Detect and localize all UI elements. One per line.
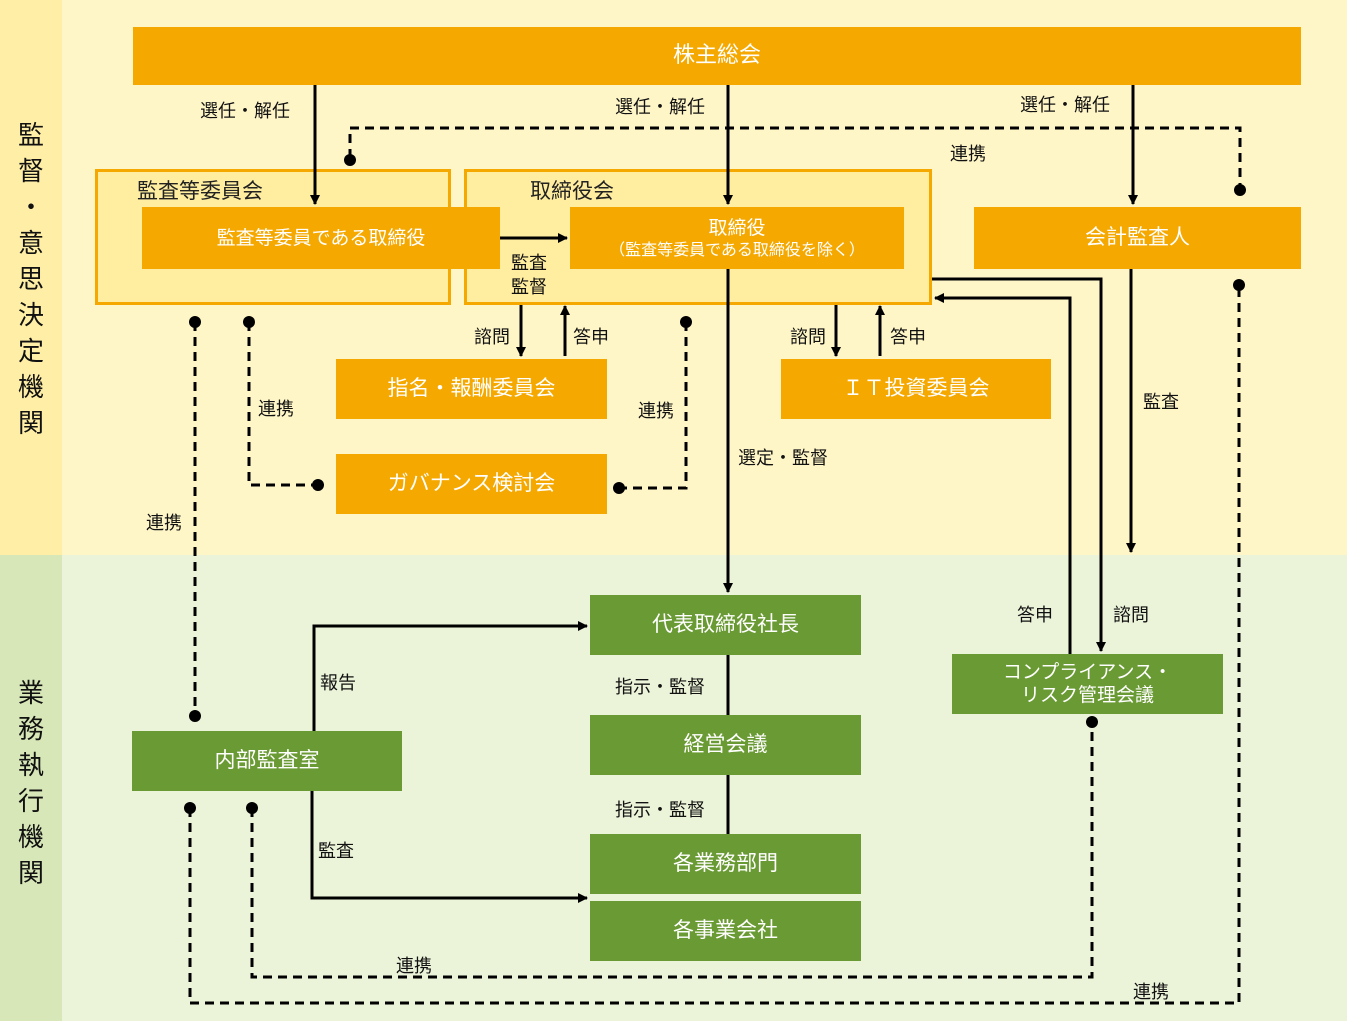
- president-box: 代表取締役社長: [590, 595, 861, 655]
- label-consult-1: 諮問: [474, 327, 510, 348]
- management-meeting-box: 経営会議: [590, 715, 861, 775]
- dot-gov-left-end: [312, 479, 324, 491]
- label-elect-dismiss-1: 選任・解任: [200, 101, 290, 122]
- nomination-committee-box: 指名・報酬委員会: [336, 359, 607, 419]
- dot-bottom-inner-left: [246, 802, 258, 814]
- dot-bottom-outer-left: [184, 802, 196, 814]
- label-report: 報告: [320, 673, 356, 694]
- dot-bottom-outer-right: [1233, 279, 1245, 291]
- label-instruct-supervise-1: 指示・監督: [615, 677, 705, 698]
- dot-gov-right-top: [680, 316, 692, 328]
- governance-side-band: [0, 0, 62, 555]
- arrow-report: [312, 621, 588, 731]
- arrow-answer-compliance: [934, 293, 1072, 654]
- execution-side-label: 業 務 執 行 機 関: [17, 679, 44, 889]
- internal-audit-box: 内部監査室: [132, 731, 402, 791]
- audit-committee-directors-box: 監査等委員である取締役: [142, 207, 500, 269]
- label-cooperate-gov-right: 連携: [638, 401, 674, 422]
- execution-side-band: [0, 555, 62, 1021]
- dot-left-bottom: [189, 710, 201, 722]
- dot-bottom-inner-right: [1086, 716, 1098, 728]
- dot-gov-right-end: [613, 482, 625, 494]
- label-supervise: 監督: [511, 277, 547, 298]
- dot-top-right: [1234, 184, 1246, 196]
- dashed-bottom-inner: [250, 722, 1094, 979]
- shareholders-meeting-box: 株主総会: [133, 27, 1301, 85]
- label-answer-3: 答申: [1017, 605, 1053, 626]
- audit-committee-title: 監査等委員会: [137, 179, 263, 203]
- accounting-auditor-box: 会計監査人: [974, 207, 1301, 269]
- label-select-supervise: 選定・監督: [738, 448, 828, 469]
- label-audit-right: 監査: [1143, 392, 1179, 413]
- directors-box: 取締役 （監査等委員である取締役を除く）: [570, 207, 904, 269]
- label-elect-dismiss-3: 選任・解任: [1020, 95, 1110, 116]
- label-instruct-supervise-2: 指示・監督: [615, 800, 705, 821]
- dashed-bottom-outer: [188, 285, 1241, 1005]
- label-cooperate-bottom-2: 連携: [1133, 982, 1169, 1003]
- arrow-internal-audit: [310, 791, 588, 903]
- arrow-consult-compliance: [932, 277, 1106, 652]
- label-elect-dismiss-2: 選任・解任: [615, 97, 705, 118]
- label-consult-3: 諮問: [1113, 605, 1149, 626]
- governance-council-box: ガバナンス検討会: [336, 454, 607, 514]
- label-audit: 監査: [511, 253, 547, 274]
- label-cooperate-top: 連携: [950, 144, 986, 165]
- dot-top-left: [344, 154, 356, 166]
- label-cooperate-bottom-1: 連携: [396, 956, 432, 977]
- dot-left-top: [189, 316, 201, 328]
- label-consult-2: 諮問: [790, 327, 826, 348]
- label-answer-2: 答申: [890, 327, 926, 348]
- it-committee-box: ＩＴ投資委員会: [781, 359, 1051, 419]
- business-divisions-box: 各業務部門: [590, 834, 861, 894]
- label-cooperate-gov-left: 連携: [258, 399, 294, 420]
- label-answer-1: 答申: [573, 327, 609, 348]
- governance-side-label: 監 督 ・ 意 思 決 定 機 関: [17, 121, 44, 439]
- group-companies-box: 各事業会社: [590, 901, 861, 961]
- label-cooperate-left: 連携: [146, 513, 182, 534]
- label-audit-internal: 監査: [318, 841, 354, 862]
- compliance-risk-box: コンプライアンス・ リスク管理会議: [952, 654, 1223, 714]
- dot-gov-left-top: [243, 316, 255, 328]
- dashed-gov-right: [620, 322, 688, 490]
- board-title: 取締役会: [530, 179, 614, 203]
- dashed-top-cooperation: [348, 126, 1242, 188]
